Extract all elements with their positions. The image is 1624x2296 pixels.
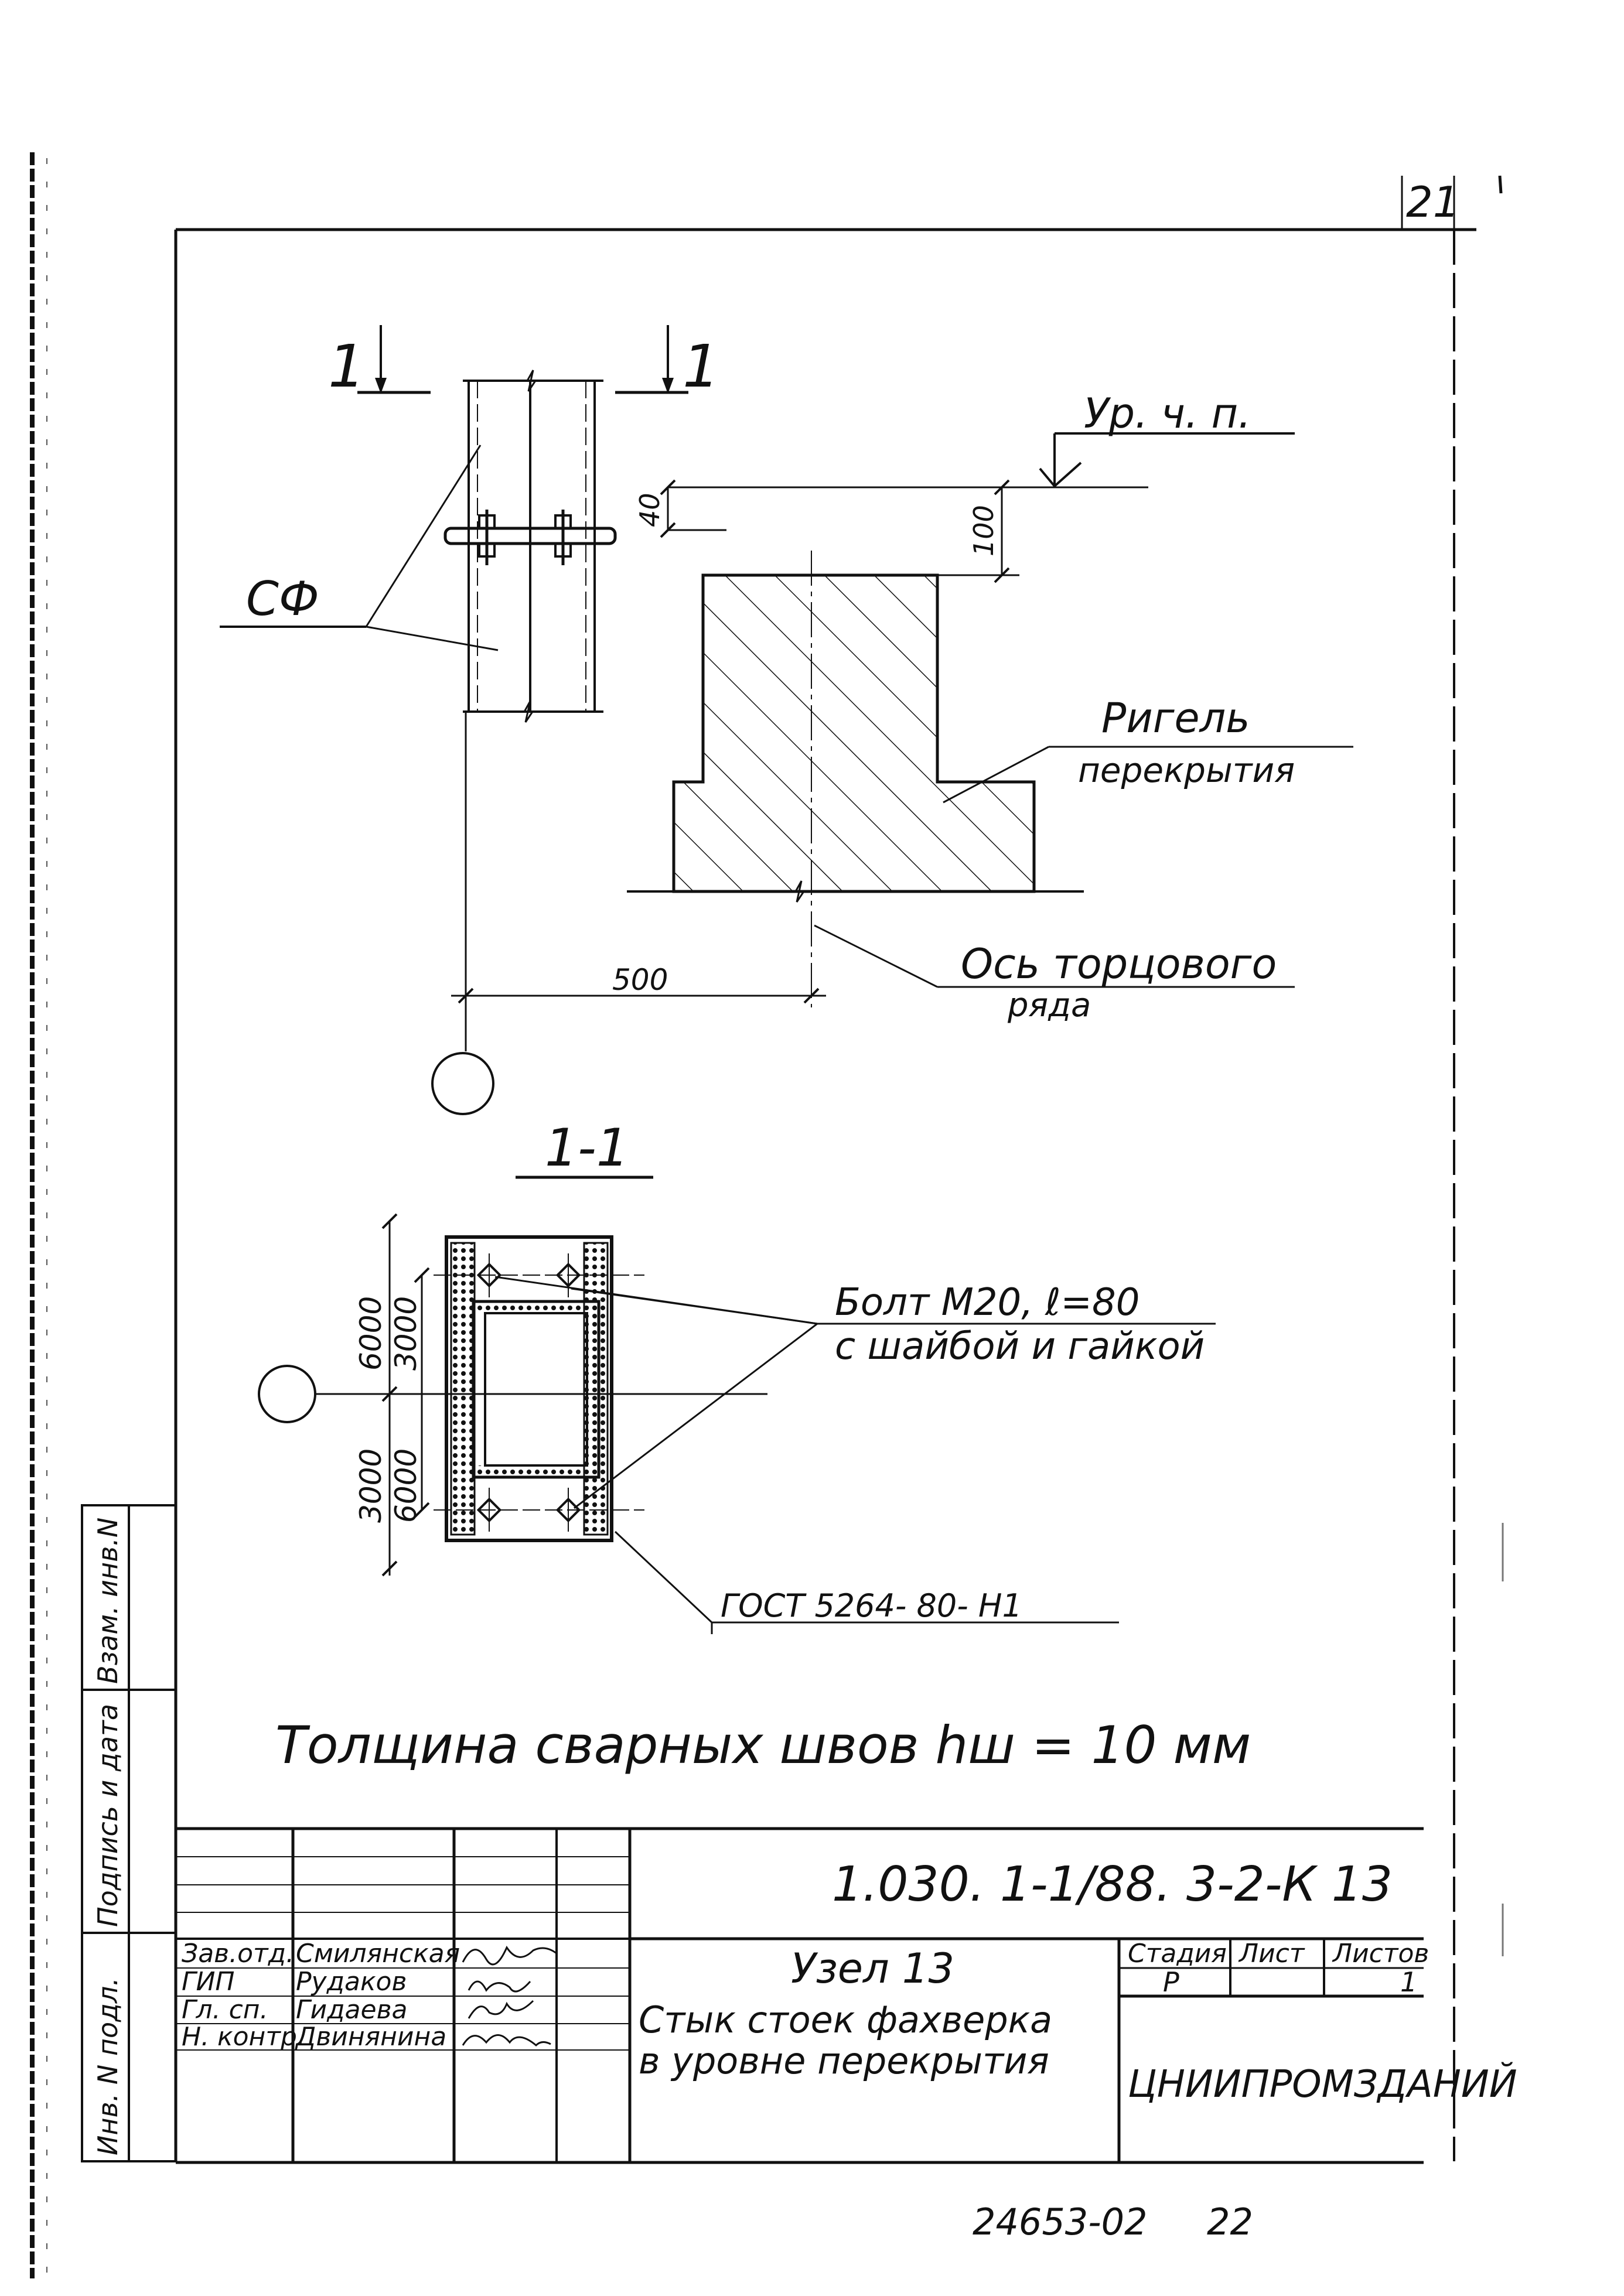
svg-text:ряда: ряда (1007, 986, 1091, 1024)
svg-text:Ур. ч. п.: Ур. ч. п. (1084, 390, 1251, 438)
name-1: Смилянская (296, 1939, 460, 1969)
title-block: 1.030. 1-1/88. 3-2-К 13 Зав.отд. ГИП Гл.… (175, 1827, 1517, 2161)
axis-bubble (431, 1052, 494, 1115)
name-4: Двинянина (295, 2022, 446, 2052)
label-sf: СФ (220, 445, 499, 651)
svg-text:с шайбой и гайкой: с шайбой и гайкой (835, 1325, 1205, 1368)
dimension-500: 500 (451, 963, 826, 1004)
svg-text:3000: 3000 (389, 1296, 423, 1371)
weld-left (450, 1242, 476, 1536)
stage-header: Стадия (1128, 1939, 1227, 1969)
svg-text:Ригель: Ригель (1101, 694, 1250, 742)
column-posts (463, 370, 603, 723)
description-line-1: Стык стоек фахверка (639, 1998, 1052, 2041)
stamp-replacement-inv: Взам. инв.N (92, 1518, 124, 1684)
section-bolts (434, 1253, 644, 1532)
document-code: 1.030. 1-1/88. 3-2-К 13 (832, 1857, 1393, 1912)
section-axis-bubble (258, 1365, 316, 1423)
floor-beam (627, 551, 1084, 1007)
description-line-2: в уровне перекрытия (639, 2039, 1049, 2082)
section-view: 1-1 (258, 1118, 1216, 1634)
svg-text:Ось торцового: Ось торцового (961, 940, 1277, 988)
organization: ЦНИИПРОМЗДАНИЙ (1128, 2062, 1517, 2106)
dimension-100: 100 (937, 479, 1019, 583)
weld-gost-label: ГОСТ 5264- 80- Н1 (614, 1530, 1119, 1634)
role-1: Зав.отд. (182, 1939, 294, 1969)
elevation-view: 1 1 (220, 325, 1353, 1115)
svg-text:6000: 6000 (354, 1296, 388, 1371)
weld-note: Толщина сварных швов hш = 10 мм (275, 1715, 1251, 1775)
side-stamp: Взам. инв.N Подпись и дата Инв. N подл. (81, 1504, 177, 2162)
stage-value: Р (1163, 1966, 1179, 1998)
bolt-left (478, 510, 496, 565)
name-2: Рудаков (296, 1967, 407, 1997)
role-4: Н. контр. (182, 2022, 305, 2052)
level-mark: Ур. ч. п. (668, 390, 1295, 488)
axis-label: Ось торцового ряда (814, 924, 1295, 1024)
svg-text:Толщина сварных швов hш =: Толщина сварных швов hш = 10 мм (275, 1715, 1251, 1775)
svg-text:Болт М20, ℓ=80: Болт М20, ℓ=80 (835, 1281, 1139, 1324)
splice-plate (443, 510, 617, 565)
svg-text:100: 100 (968, 505, 999, 556)
sheets-value: 1 (1400, 1966, 1417, 1998)
svg-text:6000: 6000 (389, 1448, 423, 1523)
section-dimensions: 6000 3000 3000 6000 (354, 1213, 430, 1577)
svg-text:21: 21 (1406, 177, 1460, 227)
sheet-header: Лист (1238, 1939, 1305, 1969)
role-3: Гл. сп. (182, 1995, 268, 2025)
section-mark-left-label: 1 (328, 332, 366, 401)
section-mark-left: 1 (328, 325, 431, 401)
node-title: Узел 13 (791, 1945, 954, 1993)
outer-profile (445, 1235, 613, 1542)
stamp-original-inv: Инв. N подл. (92, 1977, 124, 2155)
beam-label: Ригель перекрытия (943, 694, 1353, 804)
dimension-40: 40 (634, 479, 726, 538)
svg-text:24653-02: 24653-02 (973, 2201, 1148, 2243)
svg-text:40: 40 (634, 493, 666, 527)
svg-text:СФ: СФ (246, 572, 319, 626)
signatures (462, 1945, 557, 2047)
page-number: 21 (1406, 177, 1460, 227)
axis-line (431, 712, 494, 1115)
svg-text:перекрытия: перекрытия (1078, 750, 1295, 790)
section-mark-right: 1 (615, 325, 720, 401)
inner-tube (472, 1300, 601, 1479)
archive-number: 24653-02 22 (973, 2201, 1253, 2243)
binding-edge (30, 152, 47, 2278)
svg-text:22: 22 (1207, 2201, 1253, 2243)
svg-text:500: 500 (612, 963, 668, 997)
stamp-signature-date: Подпись и дата (92, 1704, 124, 1927)
name-3: Гидаева (296, 1995, 407, 2025)
sheets-header: Листов (1332, 1939, 1429, 1969)
bolt-right (554, 510, 572, 565)
role-2: ГИП (182, 1967, 235, 1997)
svg-text:ГОСТ 5264- 80- Н1: ГОСТ 5264- 80- Н1 (721, 1587, 1022, 1624)
bolt-label: Болт М20, ℓ=80 с шайбой и гайкой (494, 1276, 1216, 1509)
section-title: 1-1 (545, 1118, 629, 1178)
section-mark-right-label: 1 (683, 332, 720, 401)
svg-text:3000: 3000 (354, 1448, 388, 1523)
